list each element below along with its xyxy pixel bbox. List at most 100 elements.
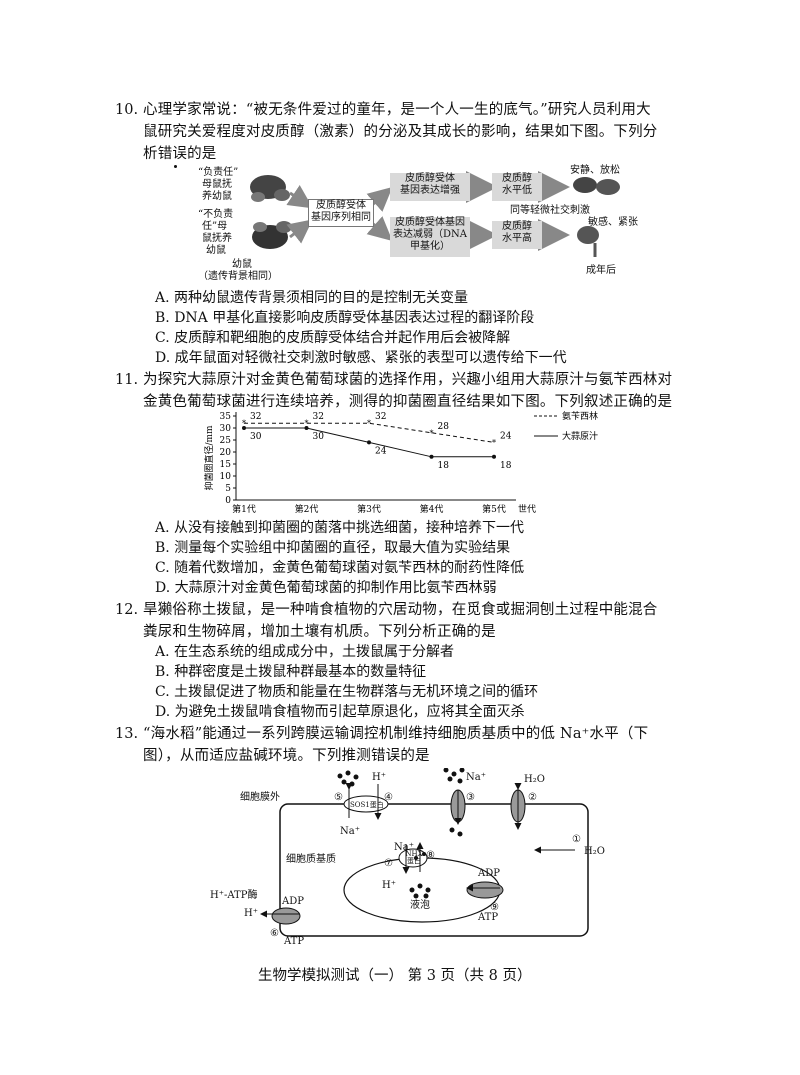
data-marker: * (305, 419, 309, 428)
data-marker (429, 454, 434, 459)
atpase-label: H⁺-ATP酶 (210, 890, 258, 901)
n4-label: ④ (384, 792, 393, 803)
data-label: 32 (313, 412, 324, 422)
mother2-label-l1: “不负责 (198, 209, 234, 220)
data-label: 32 (375, 412, 386, 422)
mother1-label-l2: 母鼠抚 (202, 179, 232, 190)
outside-label: 细胞膜外 (240, 792, 280, 803)
na-ion-dots (337, 768, 465, 899)
y-tick-label: 15 (220, 460, 232, 470)
y-tick-label: 5 (225, 484, 231, 494)
q13-number: 13. (115, 726, 139, 742)
emphasis-dot (174, 165, 177, 168)
y-tick-label: 25 (220, 436, 232, 446)
sos1-label: SOS1蛋白 (350, 801, 384, 809)
h2o-top-label: H₂O (524, 774, 545, 785)
mother2-label-l4: 幼鼠 (206, 245, 226, 256)
y-tick-label: 35 (220, 412, 232, 422)
top-gene-box: 皮质醇受体 基因表达增强 (390, 173, 470, 201)
n8-label: ⑧ (426, 850, 435, 861)
q11-option-c: C. 随着代数增加，金黄色葡萄球菌对氨苄西林的耐药性降低 (155, 560, 525, 576)
n9-label: ⑨ (490, 902, 499, 913)
q10-stem-line2: 鼠研究关爱程度对皮质醇（激素）的分泌及其成长的影响，结果如下图。下列分 (143, 124, 658, 140)
data-label: 18 (438, 461, 450, 471)
n1-label: ① (572, 834, 581, 845)
q10-option-a: A. 两种幼鼠遗传背景须相同的目的是控制无关变量 (155, 290, 469, 306)
x-axis-label: 世代 (518, 503, 536, 515)
data-label: 28 (438, 422, 450, 432)
q10-option-c: C. 皮质醇和靶细胞的皮质醇受体结合并起作用后会被降解 (155, 330, 511, 346)
mother2-label-l2: 任”母 (202, 221, 228, 232)
bottom-gene-box: 皮质醇受体基因 表达减弱（DNA 甲基化） (390, 217, 470, 257)
hplus-out-label: H⁺ (372, 772, 386, 783)
data-label: 30 (250, 432, 262, 442)
n5-label: ⑤ (334, 792, 343, 803)
data-marker (367, 440, 371, 445)
hplus-membrane-label: H⁺ (244, 908, 258, 919)
bottom-result-label: 敏感、紧张 (588, 217, 638, 228)
data-marker: * (492, 438, 496, 447)
sos1-protein-shape (343, 795, 389, 813)
calm-rat-icon (573, 177, 597, 193)
data-label: 24 (375, 446, 387, 456)
nhx-label: NHX 蛋白 (405, 850, 423, 865)
cell-membrane (279, 803, 589, 937)
data-label: 24 (500, 431, 512, 441)
na-out-label: Na⁺ (466, 772, 486, 783)
q10-stem-line1: 心理学家常说：“被无条件爱过的童年，是一个人一生的底气。”研究人员利用大 (143, 102, 651, 118)
q11-stem-line1: 为探究大蒜原汁对金黄色葡萄球菌的选择作用，兴趣小组用大蒜原汁与氨苄西林对 (143, 372, 673, 388)
x-tick-label: 第5代 (482, 503, 506, 515)
pups-label-l1: 幼鼠 (232, 259, 252, 270)
q11-option-d: D. 大蒜原汁对金黄色葡萄球菌的抑制作用比氨苄西林弱 (155, 580, 497, 596)
mother2-label-l3: 鼠抚养 (202, 233, 232, 244)
adp-membrane-label: ADP (282, 896, 304, 907)
x-tick-label: 第4代 (420, 503, 444, 515)
adult-label: 成年后 (586, 265, 616, 276)
pups-label-l2: （遗传背景相同） (198, 271, 278, 282)
na-nhx-label: Na⁺ (394, 842, 414, 853)
q12-option-c: C. 土拨鼠促进了物质和能量在生物群落与无机环境之间的循环 (155, 684, 539, 700)
data-marker (492, 454, 496, 459)
vacuole-label: 液泡 (410, 900, 430, 911)
y-tick-label: 20 (220, 448, 232, 458)
q11-option-a: A. 从没有接触到抑菌圈的菌落中挑选细菌，接种培养下一代 (155, 520, 525, 536)
q12-option-b: B. 种群密度是土拨鼠种群最基本的数量特征 (155, 664, 427, 680)
data-marker (242, 426, 246, 430)
vacuole-atpase-shape (466, 881, 504, 899)
q12-number: 12. (115, 602, 139, 618)
mother1-label-l3: 养幼鼠 (202, 191, 232, 202)
q10-diagram-arrows (250, 171, 620, 257)
data-label: 18 (500, 461, 512, 471)
q11-option-b: B. 测量每个实验组中抑菌圈的直径，取最大值为实验结果 (155, 540, 511, 556)
data-marker (304, 426, 309, 430)
data-marker: * (242, 419, 246, 428)
hplus-nhx-label: H⁺ (382, 880, 396, 891)
n3-label: ③ (466, 792, 475, 803)
top-level-box: 皮质醇 水平低 (492, 173, 542, 201)
y-tick-label: 30 (220, 424, 232, 434)
q10-option-b: B. DNA 甲基化直接影响皮质醇受体基因表达过程的翻译阶段 (155, 310, 535, 326)
data-label: 32 (250, 412, 261, 422)
cell-diagram-shapes (260, 768, 589, 937)
top-result-label: 安静、放松 (570, 165, 620, 176)
n7-label: ⑦ (384, 858, 393, 869)
bottom-level-box: 皮质醇 水平高 (492, 221, 542, 249)
q12-stem-line2: 粪尿和生物碎屑，增加土壤有机质。下列分析正确的是 (143, 624, 496, 640)
q12-option-d: D. 为避免土拨鼠啃食植物而引起草原退化，应将其全面灭杀 (155, 704, 525, 720)
legend-label: 氨苄西林 (562, 410, 598, 422)
q10-number: 10. (115, 102, 139, 118)
h2o-right-label: H₂O (584, 846, 605, 857)
q13-stem-line2: 图），从而适应盐碱环境。下列推测错误的是 (143, 748, 430, 764)
q12-option-a: A. 在生态系统的组成成分中，土拨鼠属于分解者 (155, 644, 455, 660)
cytoplasm-label: 细胞质基质 (286, 854, 336, 865)
data-label: 30 (313, 432, 325, 442)
adp-vacuole-label: ADP (478, 868, 500, 879)
x-tick-label: 第2代 (295, 503, 319, 515)
q10-diagram: “负责任” 母鼠抚 养幼鼠 “不负责 任”母 鼠抚养 幼鼠 幼鼠 （遗传背景相同… (190, 165, 650, 285)
data-marker: * (430, 429, 434, 438)
q10-stem-line3: 析错误的是 (143, 146, 217, 162)
q13-diagram: 细胞膜外 细胞质基质 液泡 SOS1蛋白 NHX 蛋白 ⑤ ④ H⁺ Na⁺ N… (200, 768, 620, 948)
q10-option-d: D. 成年鼠面对轻微社交刺激时敏感、紧张的表型可以遗传给下一代 (155, 350, 567, 366)
q11-stem-line2: 金黄色葡萄球菌进行连续培养，测得的抑菌圈直径结果如下图。下列叙述正确的是 (143, 394, 673, 410)
mother1-label-l1: “负责任” (198, 167, 239, 178)
